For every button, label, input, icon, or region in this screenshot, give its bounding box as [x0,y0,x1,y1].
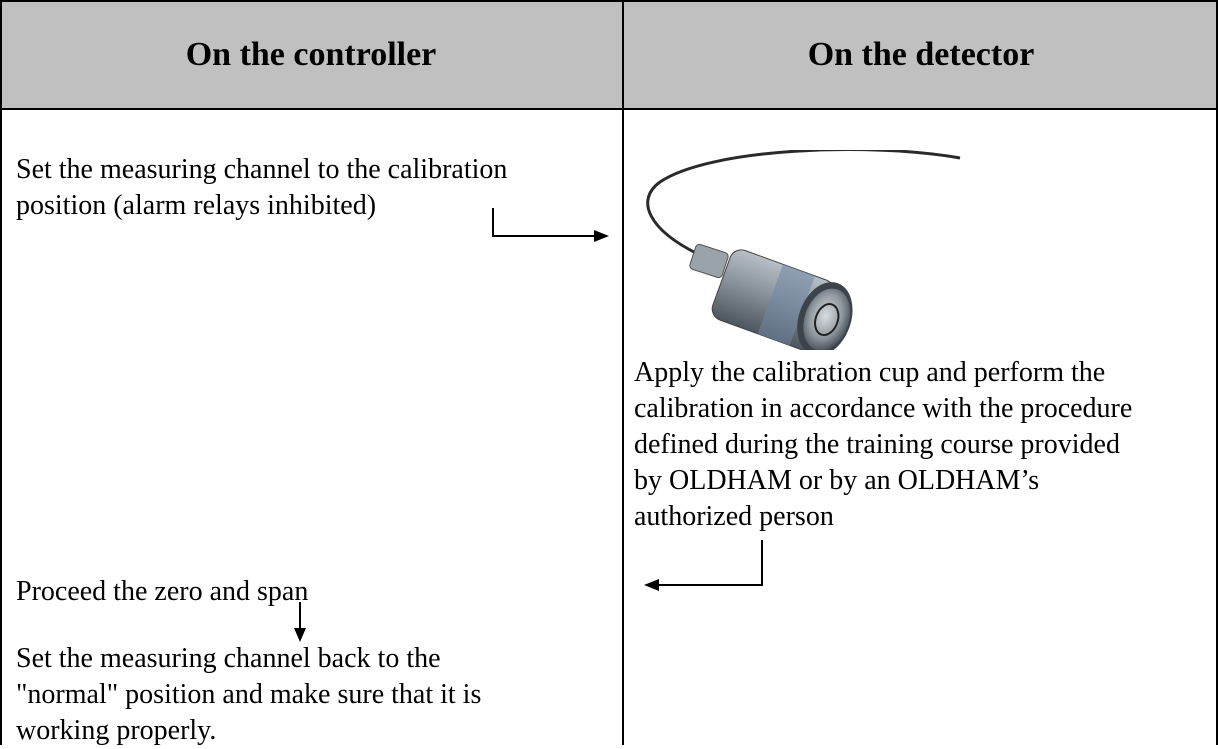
detector-cable [646,150,961,257]
detector-lens [803,288,851,350]
detector-step-line-2: calibration in accordance with the proce… [634,393,1133,424]
header-controller: On the controller [0,0,622,110]
table-border-top [0,0,1218,2]
table-column-divider [622,0,624,745]
controller-step-1-line-1: Set the measuring channel to the calibra… [16,154,508,185]
controller-step-2: Proceed the zero and span [16,576,309,607]
detector-step-line-3: defined during the training course provi… [634,429,1120,460]
header-detector-label: On the detector [807,36,1035,73]
gas-detector-image [646,150,961,350]
detector-step-line-1: Apply the calibration cup and perform th… [634,357,1106,388]
detector-body [711,249,853,350]
header-row-divider [0,108,1218,110]
controller-step-3-line-1: Set the measuring channel back to the [16,643,441,674]
controller-step-1-line-2: position (alarm relays inhibited) [16,190,377,221]
header-detector: On the detector [624,0,1218,110]
arrow-step2-to-step3 [294,602,306,642]
controller-step-3-line-2: "normal" position and make sure that it … [16,679,482,710]
controller-step-3-line-3: working properly. [16,715,217,746]
detector-step-line-4: by OLDHAM or by an OLDHAM’s [634,465,1040,496]
arrow-detector-to-controller [644,540,763,591]
header-controller-label: On the controller [185,36,437,73]
detector-step-line-5: authorized person [634,501,834,532]
arrow-controller-to-detector [492,208,609,242]
table-border-left [0,0,2,745]
detector-gland [689,243,729,279]
table-border-right [1216,0,1218,745]
